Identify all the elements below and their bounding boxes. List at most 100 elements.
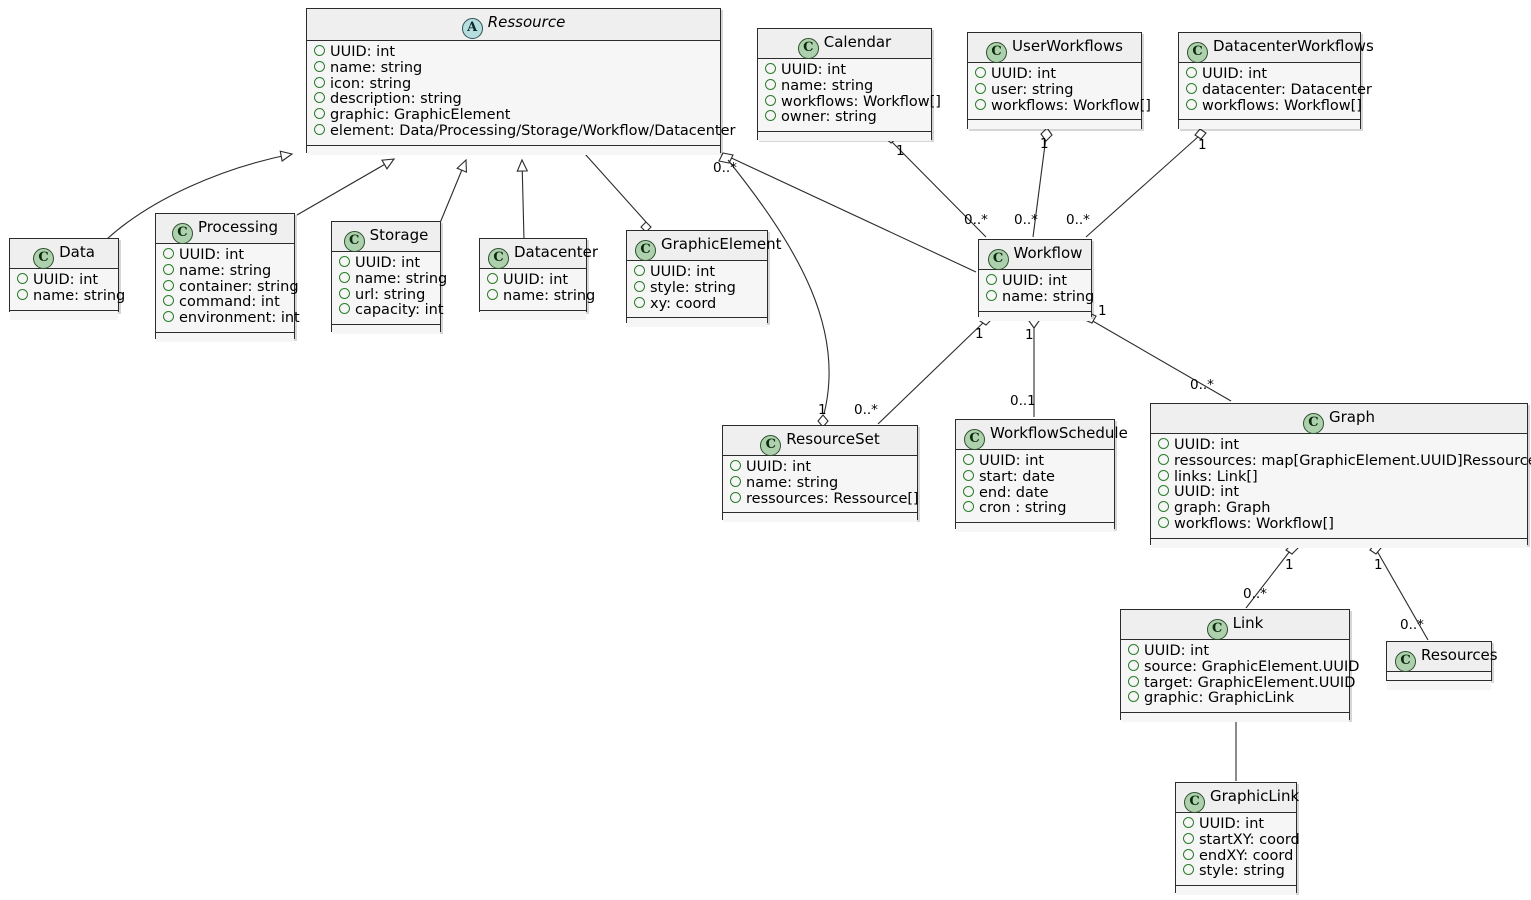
attribute-label: graphic: GraphicElement xyxy=(330,107,511,124)
attribute-label: start: date xyxy=(979,468,1055,485)
multiplicity-label: 1 xyxy=(1025,327,1034,343)
multiplicity-label: 0..* xyxy=(1400,617,1424,633)
attribute-row: UUID: int xyxy=(986,273,1084,290)
public-visibility-icon xyxy=(986,289,997,301)
class-methods-graph xyxy=(1151,538,1527,548)
public-visibility-icon xyxy=(963,454,974,465)
multiplicity-label: 1 xyxy=(818,402,827,418)
attribute-row: graphic: GraphicElement xyxy=(314,107,713,124)
public-visibility-icon xyxy=(163,279,174,291)
public-visibility-icon xyxy=(163,263,174,275)
public-visibility-icon xyxy=(17,288,28,300)
multiplicity-label: 0..* xyxy=(1066,212,1090,228)
attribute-row: UUID: int xyxy=(730,459,910,476)
attribute-row: name: string xyxy=(17,288,125,305)
public-visibility-icon xyxy=(765,63,776,74)
class-icon: C xyxy=(760,435,782,456)
public-visibility-icon xyxy=(1128,659,1139,671)
attribute-row: xy: coord xyxy=(634,296,760,313)
attribute-row: ressources: map[GraphicElement.UUID]Ress… xyxy=(1158,453,1531,470)
attribute-label: name: string xyxy=(746,474,839,491)
attribute-label: owner: string xyxy=(781,109,877,126)
class-name-label: Processing xyxy=(197,218,279,236)
public-visibility-icon xyxy=(487,288,498,300)
attribute-label: workflows: Workflow[] xyxy=(1174,515,1334,532)
attribute-row: UUID: int xyxy=(975,66,1134,83)
attribute-label: command: int xyxy=(179,294,280,311)
class-name-label: Datacenter xyxy=(514,243,599,261)
public-visibility-icon xyxy=(339,271,350,283)
attribute-row: capacity: int xyxy=(339,302,444,319)
class-icon: C xyxy=(987,249,1009,270)
attribute-label: UUID: int xyxy=(991,66,1057,82)
public-visibility-icon xyxy=(1186,67,1197,78)
attribute-row: UUID: int xyxy=(963,453,1107,470)
attribute-label: startXY: coord xyxy=(1199,831,1300,848)
class-icon: C xyxy=(343,231,365,252)
public-visibility-icon xyxy=(963,485,974,497)
attribute-row: startXY: coord xyxy=(1183,832,1300,849)
class-name-label: Data xyxy=(59,243,95,261)
class-name-label: ResourceSet xyxy=(786,430,880,448)
attribute-label: cron : string xyxy=(979,500,1067,517)
public-visibility-icon xyxy=(163,248,174,259)
attribute-row: UUID: int xyxy=(1186,66,1353,83)
attribute-row: workflows: Workflow[] xyxy=(1186,98,1362,115)
public-visibility-icon xyxy=(765,110,776,122)
attribute-label: UUID: int xyxy=(1174,484,1240,501)
class-methods-graphiclink xyxy=(1176,886,1296,896)
attribute-label: links: Link[] xyxy=(1174,468,1258,485)
public-visibility-icon xyxy=(1183,832,1194,844)
attribute-row: UUID: int xyxy=(765,62,924,79)
attribute-label: name: string xyxy=(330,59,423,76)
class-icon: C xyxy=(33,248,55,269)
class-name-label: GraphicElement xyxy=(661,235,782,253)
attribute-row: UUID: int xyxy=(314,44,713,61)
attribute-row: url: string xyxy=(339,287,433,304)
attribute-label: workflows: Workflow[] xyxy=(991,97,1151,114)
attribute-label: UUID: int xyxy=(179,247,245,263)
attribute-label: ressources: map[GraphicElement.UUID]Ress… xyxy=(1174,452,1531,469)
public-visibility-icon xyxy=(487,273,498,284)
attribute-label: environment: int xyxy=(179,310,300,327)
attribute-row: name: string xyxy=(765,78,924,95)
class-methods-resourceset xyxy=(723,513,917,523)
attribute-row: UUID: int xyxy=(1128,643,1342,660)
public-visibility-icon xyxy=(1158,438,1169,449)
public-visibility-icon xyxy=(1186,98,1197,110)
class-attributes-graph: UUID: int ressources: map[GraphicElement.… xyxy=(1151,434,1531,539)
attribute-label: name: string xyxy=(179,262,272,279)
public-visibility-icon xyxy=(339,256,350,267)
public-visibility-icon xyxy=(1128,675,1139,687)
attribute-row: name: string xyxy=(339,271,447,288)
attribute-label: capacity: int xyxy=(355,302,444,319)
attribute-row: UUID: int xyxy=(163,247,287,264)
